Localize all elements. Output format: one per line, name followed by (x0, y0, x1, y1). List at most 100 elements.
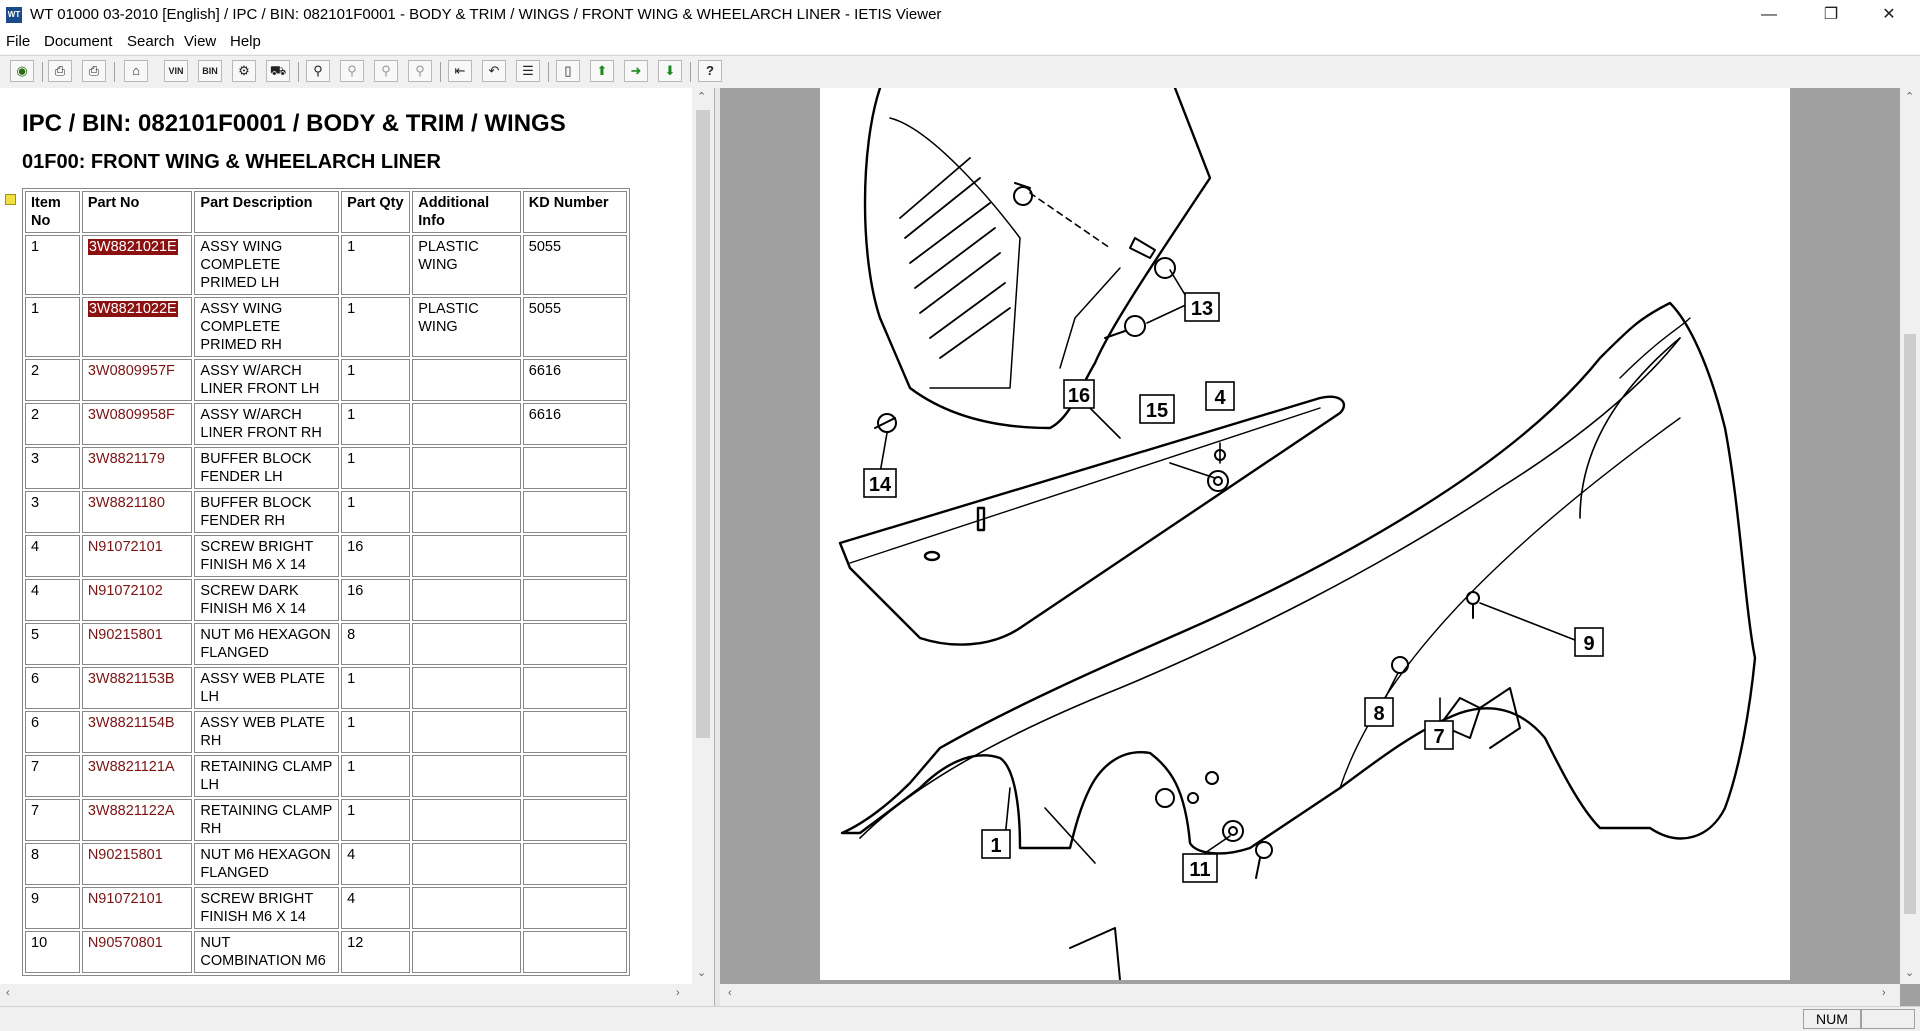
globe-icon[interactable]: ◉ (10, 60, 34, 82)
part-number-link[interactable]: 3W8821121A (87, 759, 175, 775)
cell-additional-info (412, 403, 521, 445)
part-number-link[interactable]: 3W0809958F (87, 407, 175, 423)
page-new-icon[interactable]: ▯ (556, 60, 580, 82)
search-icon[interactable]: ⚲ (306, 60, 330, 82)
diagram-horizontal-scrollbar[interactable]: ‹ › (720, 984, 1900, 1006)
bin-button[interactable]: BIN (198, 60, 222, 82)
wheelarch-liner (863, 88, 1212, 430)
part-number-link[interactable]: 3W8821153B (87, 671, 175, 687)
cell-part-description: ASSY W/ARCH LINER FRONT RH (194, 403, 340, 445)
scroll-right-arrow[interactable]: › (676, 987, 680, 999)
part-number-link[interactable]: N90215801 (87, 627, 163, 643)
window-title: WT 01000 03-2010 [English] / IPC / BIN: … (30, 6, 942, 23)
part-number-link[interactable]: 3W8821154B (87, 715, 175, 731)
nav-down-icon[interactable]: ⬇ (658, 60, 682, 82)
menu-help[interactable]: Help (230, 33, 261, 50)
cell-item-no: 6 (25, 711, 80, 753)
part-number-link[interactable]: N91072102 (87, 583, 163, 599)
callout-8[interactable]: 8 (1373, 703, 1384, 725)
scroll-down-arrow[interactable]: ⌄ (697, 967, 707, 979)
close-button[interactable]: ✕ (1882, 6, 1896, 23)
part-number-link[interactable]: N90570801 (87, 935, 163, 951)
callout-9[interactable]: 9 (1583, 633, 1594, 655)
search-next-icon[interactable]: ⚲ (374, 60, 398, 82)
part-number-link[interactable]: 3W8821022E (86, 300, 179, 318)
part-number-link[interactable]: 3W0809957F (87, 363, 175, 379)
scroll-up-arrow[interactable]: ⌃ (697, 91, 707, 103)
diagram-scroll-right-arrow[interactable]: › (1882, 987, 1886, 999)
callout-labels: 13 16 15 4 14 9 8 7 1 11 (869, 298, 1595, 881)
page-first-icon[interactable]: ⇤ (448, 60, 472, 82)
cell-additional-info (412, 755, 521, 797)
settings-icon[interactable]: ⚙ (232, 60, 256, 82)
part-number-link[interactable]: 3W8821122A (87, 803, 175, 819)
callout-14[interactable]: 14 (869, 474, 892, 496)
page-back-icon[interactable]: ↶ (482, 60, 506, 82)
callout-11[interactable]: 11 (1189, 859, 1210, 881)
cell-part-description: BUFFER BLOCK FENDER RH (194, 491, 340, 533)
cell-part-qty: 1 (341, 297, 411, 357)
nav-up-icon[interactable]: ⬆ (590, 60, 614, 82)
part-number-link[interactable]: N90215801 (87, 847, 163, 863)
pane-splitter[interactable] (715, 88, 720, 1006)
header-kd-number: KD Number (522, 191, 627, 233)
part-number-link[interactable]: N91072101 (87, 539, 163, 555)
diagram-scroll-left-arrow[interactable]: ‹ (728, 987, 732, 999)
cell-item-no: 1 (25, 235, 80, 295)
menu-view[interactable]: View (184, 33, 217, 50)
cell-item-no: 4 (25, 579, 80, 621)
diagram-scroll-thumb[interactable] (1904, 334, 1916, 914)
nav-forward-icon[interactable]: ➜ (624, 60, 648, 82)
help-icon[interactable]: ? (698, 60, 722, 82)
menu-file[interactable]: File (6, 33, 31, 50)
diagram-scroll-down-arrow[interactable]: ⌄ (1905, 967, 1915, 979)
part-number-link[interactable]: N91072101 (87, 891, 163, 907)
parts-horizontal-scrollbar[interactable]: ‹ › (0, 984, 714, 1006)
print-all-icon[interactable]: ⎙ (82, 60, 106, 82)
part-number-link[interactable]: 3W8821180 (87, 495, 165, 511)
home-icon[interactable]: ⌂ (124, 60, 148, 82)
vin-button[interactable]: VIN (164, 60, 188, 82)
callout-15[interactable]: 15 (1146, 400, 1168, 422)
diagram-scroll-up-arrow[interactable]: ⌃ (1905, 91, 1915, 103)
diagram-vertical-scrollbar[interactable]: ⌃ ⌄ (1900, 88, 1920, 984)
callout-16[interactable]: 16 (1068, 385, 1090, 407)
callout-4[interactable]: 4 (1214, 387, 1226, 409)
restore-button[interactable]: ❐ (1823, 6, 1839, 23)
part-number-link[interactable]: 3W8821179 (87, 451, 165, 467)
menu-document[interactable]: Document (44, 33, 113, 50)
menu-search[interactable]: Search (127, 33, 175, 50)
scroll-left-arrow[interactable]: ‹ (6, 987, 10, 999)
callout-1[interactable]: 1 (990, 835, 1001, 857)
search-prev-icon[interactable]: ⚲ (340, 60, 364, 82)
search-clear-icon[interactable]: ⚲ (408, 60, 432, 82)
callout-13[interactable]: 13 (1191, 298, 1213, 320)
bookmark-marker-icon (5, 194, 16, 205)
cell-part-no: 3W8821179 (81, 447, 193, 489)
vehicle-icon[interactable]: ⛟ (266, 60, 290, 82)
parts-vertical-scrollbar[interactable]: ⌃ ⌄ (692, 88, 714, 984)
scroll-thumb[interactable] (696, 110, 710, 738)
part-number-link[interactable]: 3W8821021E (86, 238, 179, 256)
page-list-icon[interactable]: ☰ (516, 60, 540, 82)
exploded-diagram[interactable]: 13 16 15 4 14 9 8 7 1 11 (820, 88, 1790, 980)
callout-7[interactable]: 7 (1433, 726, 1444, 748)
print-icon[interactable]: ⎙ (48, 60, 72, 82)
minimize-button[interactable]: — (1761, 6, 1777, 23)
